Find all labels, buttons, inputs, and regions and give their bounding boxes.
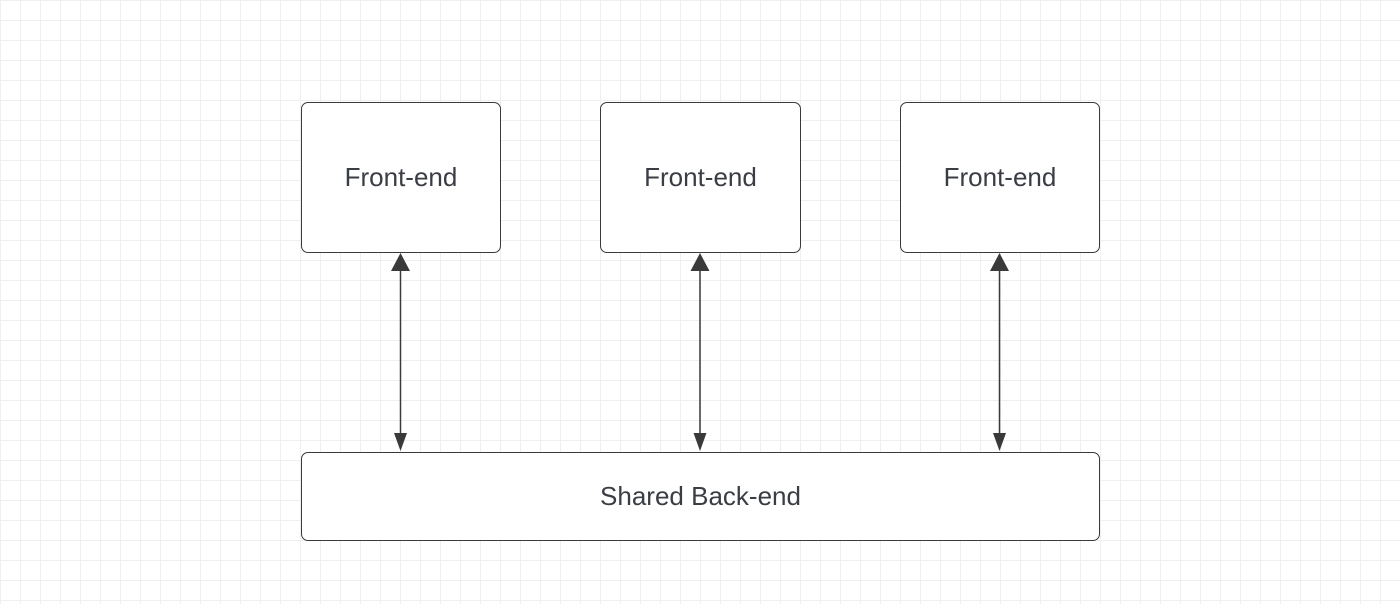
arrowhead-down-icon	[394, 433, 407, 451]
shared-backend-node-label: Shared Back-end	[600, 481, 801, 511]
frontend-node-2[interactable]: Front-end	[600, 102, 801, 253]
frontend-node-1-label: Front-end	[344, 162, 458, 192]
shared-backend-node[interactable]: Shared Back-end	[301, 452, 1100, 541]
arrowhead-down-icon	[993, 433, 1006, 451]
frontend-node-1[interactable]: Front-end	[301, 102, 501, 253]
bidirectional-arrow-frontend-3	[990, 253, 1009, 451]
arrowhead-up-icon	[990, 253, 1009, 271]
arrowhead-down-icon	[693, 433, 707, 451]
arrowhead-up-icon	[391, 253, 410, 271]
arrowhead-up-icon	[690, 253, 710, 271]
bidirectional-arrow-frontend-1	[391, 253, 410, 451]
frontend-node-3-label: Front-end	[943, 162, 1057, 192]
frontend-node-2-label: Front-end	[644, 162, 757, 192]
bidirectional-arrow-frontend-2	[690, 253, 710, 451]
frontend-node-3[interactable]: Front-end	[900, 102, 1100, 253]
